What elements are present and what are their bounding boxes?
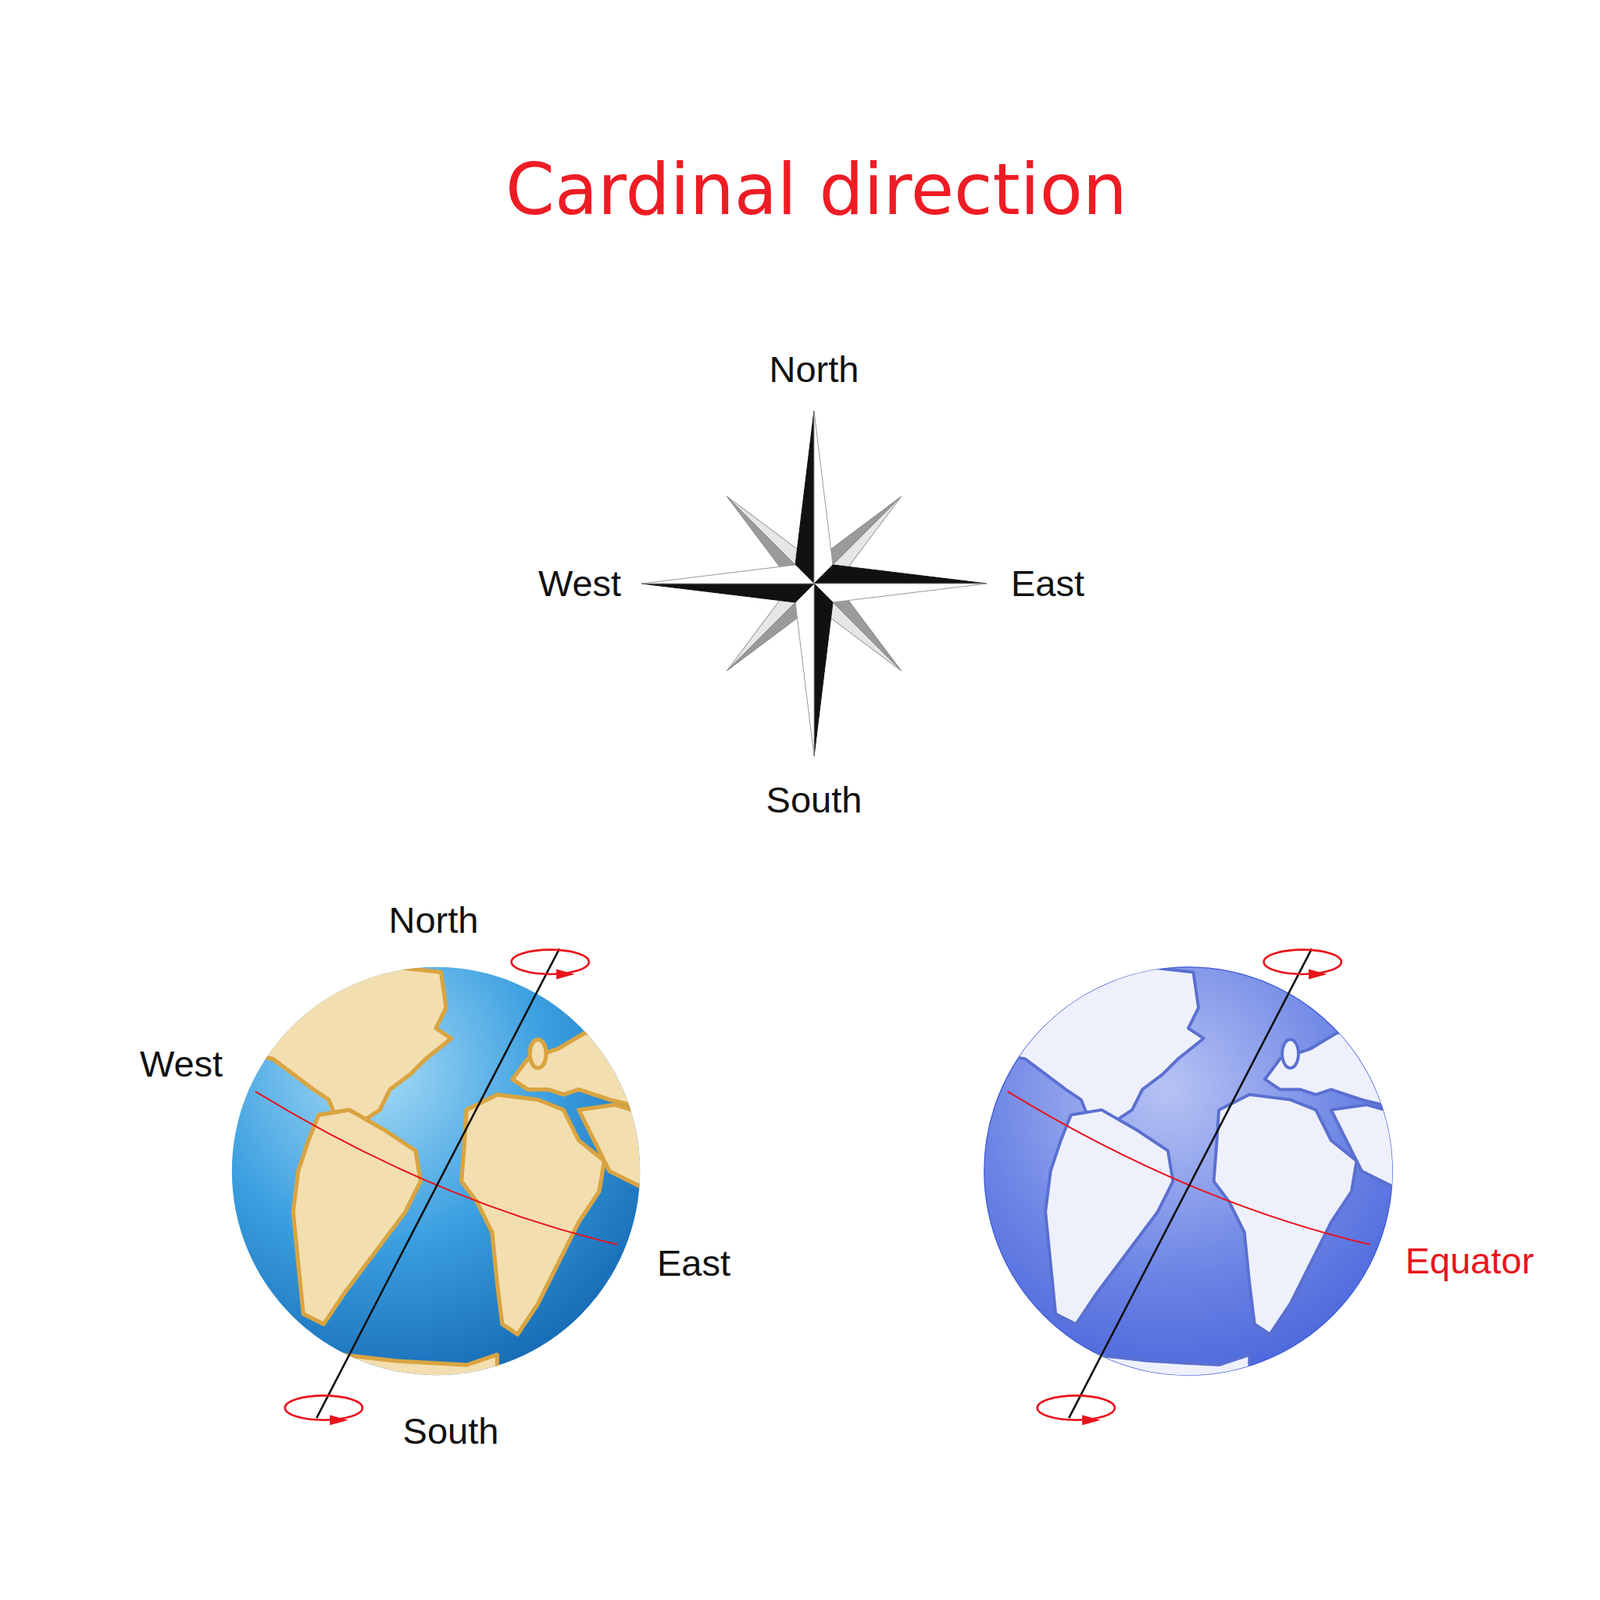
compass-point <box>795 583 815 757</box>
title: Cardinal direction <box>505 150 1128 229</box>
compass-point <box>814 583 833 757</box>
direction-label: North <box>389 900 479 941</box>
direction-label: West <box>538 563 622 604</box>
direction-label: North <box>769 349 860 390</box>
compass-point <box>814 564 987 584</box>
direction-label: West <box>139 1043 223 1085</box>
compass-point <box>641 564 815 584</box>
direction-label: South <box>403 1410 500 1452</box>
compass-rose <box>641 410 987 757</box>
compass-point <box>641 583 815 603</box>
direction-label: East <box>1010 563 1085 604</box>
equator-label: Equator <box>1405 1240 1535 1282</box>
direction-label: South <box>766 779 863 821</box>
compass-point <box>795 410 815 584</box>
earth-globe <box>974 948 1404 1425</box>
earth-globe <box>221 948 651 1425</box>
direction-label: East <box>657 1242 731 1284</box>
compass-point <box>814 583 987 603</box>
compass-point <box>814 410 833 584</box>
